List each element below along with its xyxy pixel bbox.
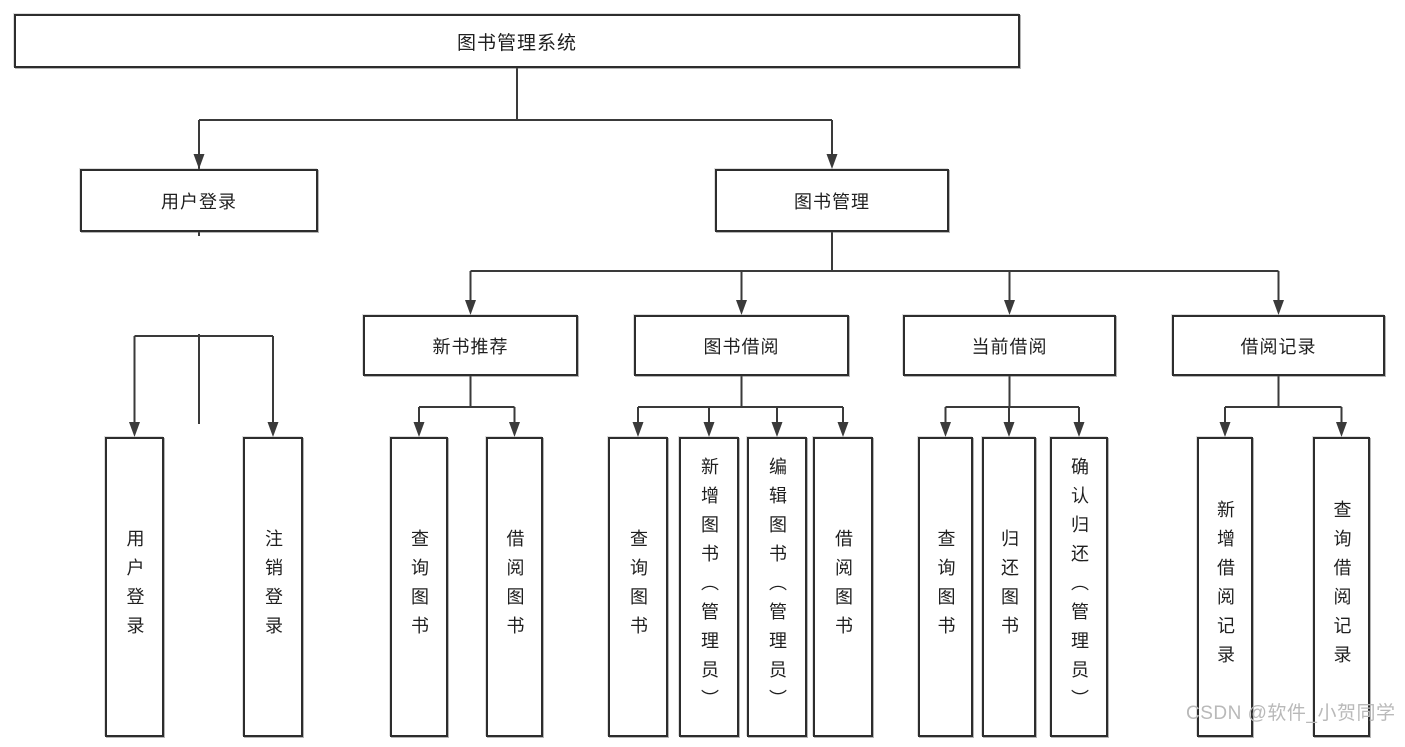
- node-new-book-recommendation: 新书推荐: [363, 315, 578, 376]
- leaf-label: 借阅图书: [833, 529, 853, 645]
- leaf-add-books-admin: 新增图书（管理员）: [679, 437, 739, 737]
- node-label: 图书管理: [794, 191, 870, 212]
- leaf-label: 确认归还（管理员）: [1069, 456, 1089, 718]
- leaf-logout: 注销登录: [243, 437, 303, 737]
- node-label: 图书借阅: [703, 336, 780, 357]
- leaf-label: 归还图书: [999, 529, 1019, 645]
- leaf-user-login: 用户登录: [105, 437, 164, 737]
- node-label: 用户登录: [161, 191, 237, 212]
- leaf-label: 用户登录: [124, 529, 145, 645]
- leaf-label: 查询借阅记录: [1331, 500, 1352, 674]
- leaf-label: 编辑图书（管理员）: [767, 456, 787, 718]
- node-library-management-system: 图书管理系统: [14, 14, 1020, 68]
- leaf-label: 新增图书（管理员）: [699, 456, 719, 718]
- leaf-query-books-recommendation: 查询图书: [390, 437, 448, 737]
- leaf-label: 查询图书: [409, 529, 429, 645]
- csdn-watermark: CSDN @软件_小贺同学: [1186, 703, 1396, 724]
- node-borrowing-records: 借阅记录: [1172, 315, 1385, 376]
- node-label: 借阅记录: [1240, 336, 1317, 357]
- leaf-edit-books-admin: 编辑图书（管理员）: [747, 437, 807, 737]
- leaf-query-books-current: 查询图书: [918, 437, 973, 737]
- node-label: 图书管理系统: [456, 32, 577, 54]
- node-label: 新书推荐: [432, 336, 509, 357]
- leaf-borrow-books-recommendation: 借阅图书: [486, 437, 543, 737]
- leaf-query-books-borrowing: 查询图书: [608, 437, 668, 737]
- node-book-borrowing: 图书借阅: [634, 315, 849, 376]
- leaf-label: 查询图书: [935, 529, 956, 645]
- leaf-borrow-books: 借阅图书: [813, 437, 873, 737]
- leaf-confirm-return-admin: 确认归还（管理员）: [1050, 437, 1108, 737]
- leaf-query-borrowing-record: 查询借阅记录: [1313, 437, 1370, 737]
- leaf-label: 新增借阅记录: [1215, 500, 1235, 674]
- leaf-add-borrowing-record: 新增借阅记录: [1197, 437, 1253, 737]
- arrowheads: [129, 154, 1347, 437]
- node-book-management: 图书管理: [715, 169, 949, 232]
- node-label: 当前借阅: [971, 336, 1048, 357]
- leaf-label: 借阅图书: [504, 529, 525, 645]
- node-current-borrowing: 当前借阅: [903, 315, 1116, 376]
- leaf-return-books: 归还图书: [982, 437, 1036, 737]
- leaf-label: 注销登录: [263, 529, 283, 645]
- node-user-login: 用户登录: [80, 169, 318, 232]
- leaf-label: 查询图书: [628, 529, 648, 645]
